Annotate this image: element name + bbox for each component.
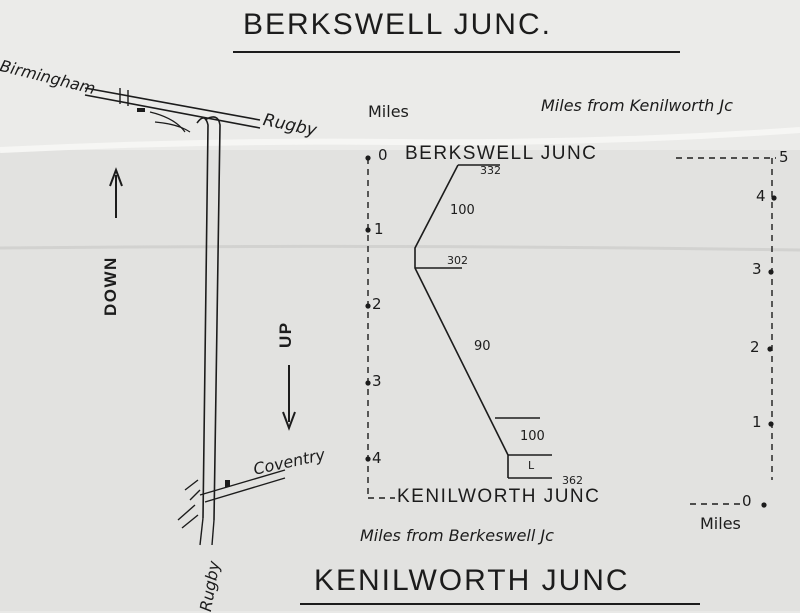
junction-points xyxy=(177,479,201,529)
left-milepost-4: 4 xyxy=(372,449,382,467)
bottom-title: KENILWORTH JUNC xyxy=(314,564,630,597)
right-milepost-dot-1 xyxy=(768,421,774,427)
left-milepost-dot-3 xyxy=(365,380,371,386)
left-milepost-dot-4 xyxy=(365,456,371,462)
down-arrow-head xyxy=(109,167,123,187)
left-milepost-0: 0 xyxy=(378,146,388,164)
branch-tail-right xyxy=(211,519,215,546)
right-milepost-0: 0 xyxy=(742,492,752,510)
right-milepost-2: 2 xyxy=(750,338,760,356)
gradient-label-100-top: 100 xyxy=(450,203,475,218)
label-up: UP xyxy=(276,321,295,348)
lower-sheet xyxy=(0,150,800,611)
profile-header-miles-from-kenilworth: Miles from Kenilworth Jc xyxy=(541,96,733,115)
main-line-upper xyxy=(84,87,261,121)
left-milepost-1: 1 xyxy=(374,220,384,238)
height-label-middle: 302 xyxy=(447,254,468,267)
left-milepost-2: 2 xyxy=(372,295,382,313)
left-milepost-3: 3 xyxy=(372,372,382,390)
gradient-label-90: 90 xyxy=(474,339,491,354)
profile-footer-miles-from-berkswell: Miles from Berkeswell Jc xyxy=(360,526,554,545)
main-line-lower xyxy=(84,94,261,129)
label-down: DOWN xyxy=(101,256,120,316)
height-label-bottom: 362 xyxy=(562,474,583,487)
top-title: BERKSWELL JUNC. xyxy=(243,8,552,41)
left-milepost-dot-0 xyxy=(365,155,371,161)
height-label-top: 332 xyxy=(480,164,501,177)
paper-tear xyxy=(0,127,800,153)
right-milepost-dot-0 xyxy=(761,502,767,508)
branch-line-right xyxy=(204,116,221,521)
paper-fold xyxy=(0,244,800,252)
coventry-line-a xyxy=(199,469,286,496)
right-milepost-dot-4 xyxy=(771,195,777,201)
branch-line-left xyxy=(196,117,209,519)
up-arrow-head xyxy=(282,411,296,431)
left-milepost-dot-2 xyxy=(365,303,371,309)
profile-station-berkswell: BERKSWELL JUNC xyxy=(405,143,598,164)
right-milepost-1: 1 xyxy=(752,413,762,431)
right-milepost-3: 3 xyxy=(752,260,762,278)
coventry-line-b xyxy=(204,477,286,503)
left-milepost-dot-1 xyxy=(365,227,371,233)
gradient-label-100-bottom: 100 xyxy=(520,429,545,444)
right-milepost-dot-2 xyxy=(767,346,773,352)
right-milepost-5: 5 xyxy=(779,148,789,166)
profile-station-kenilworth: KENILWORTH JUNC xyxy=(397,486,601,507)
profile-footer-miles: Miles xyxy=(700,514,741,533)
right-milepost-dot-3 xyxy=(768,269,774,275)
branch-tail-left xyxy=(199,517,204,546)
signal-box-bottom xyxy=(225,480,230,487)
gradient-label-level: L xyxy=(528,459,535,472)
right-milepost-4: 4 xyxy=(756,187,766,205)
profile-header-miles: Miles xyxy=(368,102,409,121)
signal-box-top xyxy=(137,108,145,112)
junction-curve-a xyxy=(149,111,186,133)
junction-curve-b xyxy=(154,121,191,133)
